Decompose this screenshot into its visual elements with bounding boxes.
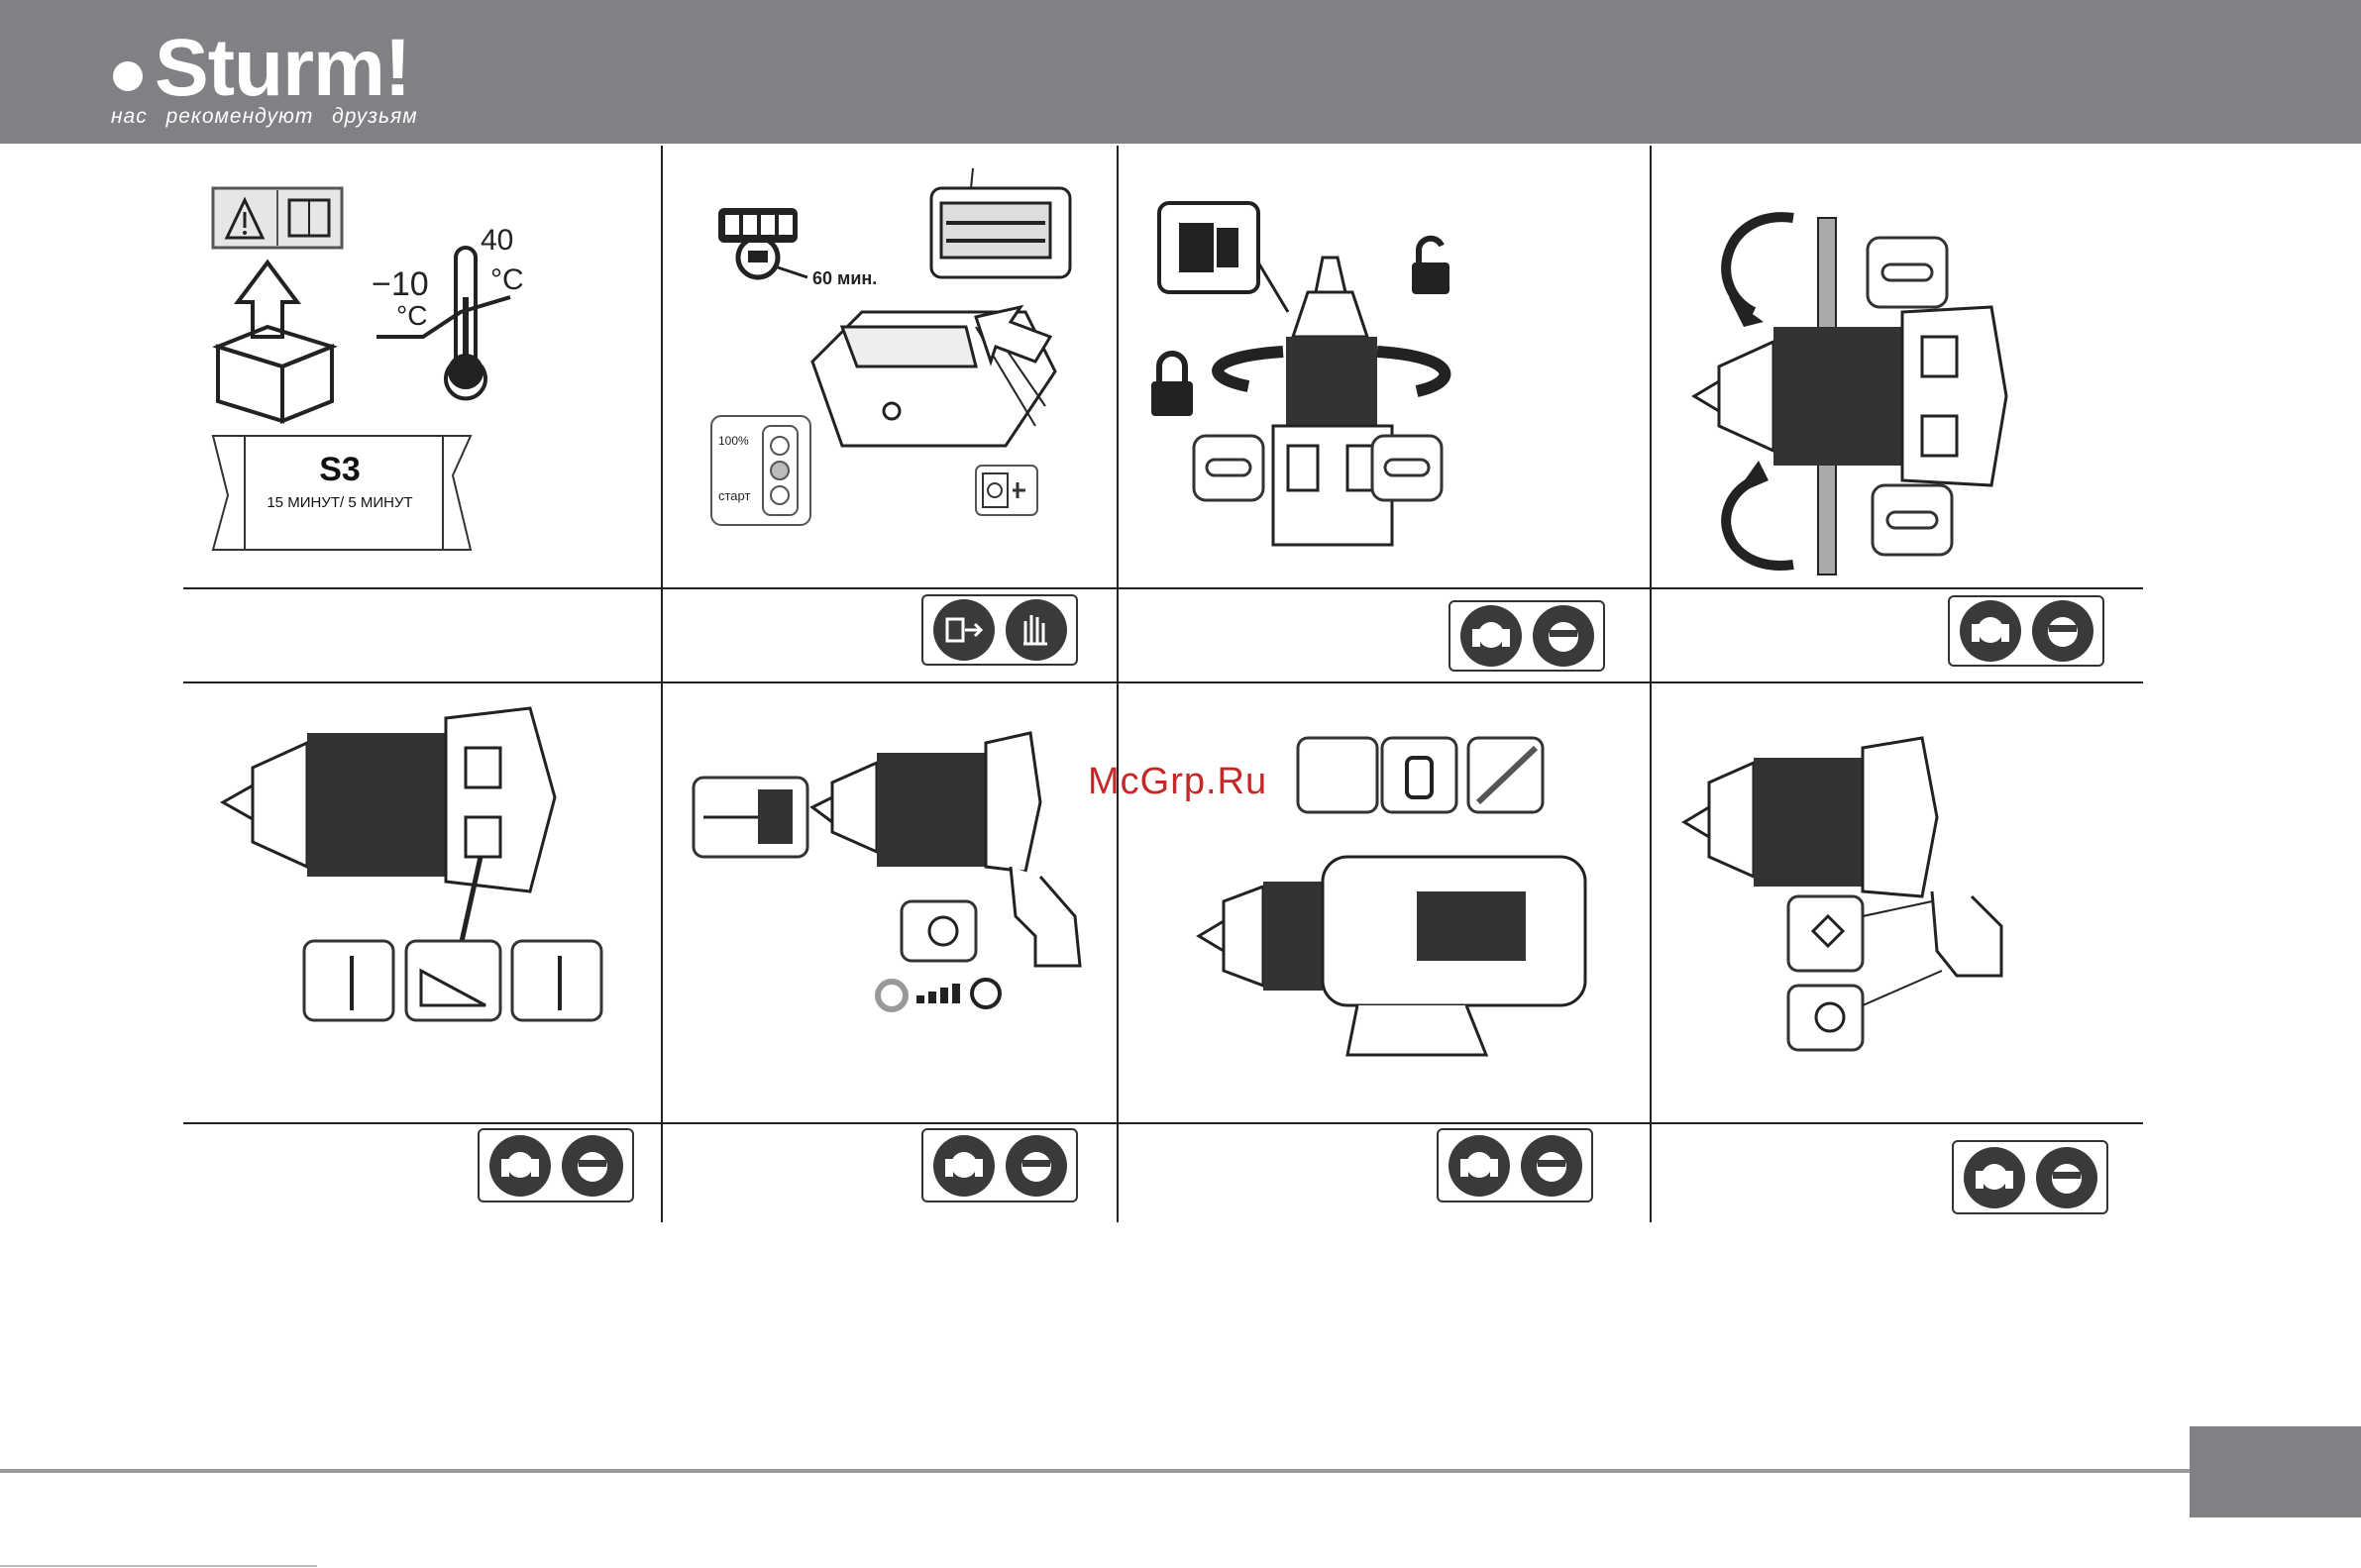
duty-cycle-text: 15 МИНУТ/ 5 МИНУТ bbox=[267, 494, 412, 511]
power-socket-icon bbox=[976, 466, 1037, 515]
button-icon-bottom bbox=[1873, 485, 1952, 555]
screw-loosen-icon bbox=[304, 941, 393, 1020]
eye-protection-icon bbox=[2032, 600, 2093, 662]
ppe-unplug-gloves bbox=[921, 594, 1078, 666]
insert-arrow bbox=[976, 307, 1050, 362]
footer-line bbox=[0, 1469, 2190, 1473]
ear-protection-icon bbox=[489, 1135, 551, 1197]
panel-speed-trigger bbox=[684, 728, 1100, 1025]
rotate-left-arrow bbox=[1218, 352, 1283, 386]
ppe-ear-eye bbox=[478, 1128, 634, 1202]
ppe-ear-eye bbox=[1449, 600, 1605, 672]
eye-protection-icon bbox=[2036, 1147, 2097, 1208]
column-divider bbox=[1117, 146, 1119, 1222]
ppe-ear-eye bbox=[1948, 595, 2104, 667]
temp-max: 40 bbox=[481, 224, 513, 257]
led-light-icon bbox=[1788, 896, 1863, 971]
row-divider bbox=[183, 587, 2143, 589]
rotate-arrow-top bbox=[1726, 217, 1793, 312]
lock-icon bbox=[1151, 354, 1193, 416]
panel-storage-conditions: 40 °C −10 °C S3 15 МИНУТ/ 5 МИНУТ bbox=[193, 178, 649, 575]
panel-torque-setting bbox=[213, 698, 639, 1025]
chuck-body bbox=[1273, 258, 1392, 545]
battery-pack bbox=[931, 168, 1070, 277]
warning-manual-icon bbox=[213, 188, 342, 248]
button-icon-right bbox=[1372, 436, 1442, 500]
eye-protection-icon bbox=[1521, 1135, 1582, 1197]
panel-chuck-rotation bbox=[1664, 198, 2140, 584]
ear-protection-icon bbox=[1449, 1135, 1510, 1197]
duty-mode: S3 bbox=[319, 451, 361, 488]
panel-chuck-lock bbox=[1129, 188, 1635, 575]
row-divider bbox=[183, 681, 2143, 683]
screw-tighten-icon bbox=[512, 941, 601, 1020]
unplug-icon bbox=[933, 599, 995, 661]
column-divider bbox=[1650, 146, 1652, 1222]
trigger-press-icon bbox=[1788, 986, 1863, 1050]
gloves-icon bbox=[1006, 599, 1067, 661]
ear-protection-icon bbox=[1960, 600, 2021, 662]
ppe-ear-eye bbox=[921, 1128, 1078, 1202]
button-icon-left bbox=[1194, 436, 1263, 500]
switch-icon bbox=[1382, 738, 1456, 812]
trigger-press-icon bbox=[902, 901, 976, 961]
ear-protection-icon bbox=[1460, 605, 1522, 667]
ppe-ear-eye bbox=[1952, 1140, 2108, 1214]
level-start: старт bbox=[718, 488, 750, 503]
temp-unit-low: °C bbox=[396, 300, 427, 331]
ear-protection-icon bbox=[1964, 1147, 2025, 1208]
page-number-tab bbox=[2190, 1426, 2361, 1517]
ppe-ear-eye bbox=[1437, 1128, 1593, 1202]
level-full: 100% bbox=[718, 434, 749, 448]
eye-protection-icon bbox=[1006, 1135, 1067, 1197]
column-divider bbox=[661, 146, 663, 1222]
row-divider bbox=[183, 1122, 2143, 1124]
charge-time: 60 мин. bbox=[812, 268, 877, 288]
unpack-box-icon bbox=[218, 262, 332, 421]
button-icon-top bbox=[1868, 238, 1947, 307]
battery-level-icon bbox=[718, 208, 807, 277]
eye-protection-icon bbox=[562, 1135, 623, 1197]
charge-indicator-panel bbox=[711, 416, 810, 525]
panel-led-trigger bbox=[1674, 728, 2120, 1065]
panel-charging: 60 мин. 100% старт bbox=[694, 163, 1110, 540]
temp-min: −10 bbox=[372, 265, 429, 303]
temp-unit-high: °C bbox=[490, 263, 524, 296]
unlock-icon bbox=[1412, 239, 1449, 294]
speed-levels-icon bbox=[878, 980, 1000, 1009]
drill-top-view bbox=[1199, 857, 1585, 1055]
rotate-right-arrow bbox=[1377, 352, 1445, 391]
screwdriver-mode-icon bbox=[1298, 738, 1377, 812]
chuck-side-view bbox=[223, 708, 555, 891]
watermark: McGrp.Ru bbox=[1088, 761, 1267, 803]
chuck-side-view bbox=[1694, 307, 2006, 485]
eye-protection-icon bbox=[1533, 605, 1594, 667]
ear-protection-icon bbox=[933, 1135, 995, 1197]
drill-chuck-icon-box bbox=[1159, 203, 1288, 312]
bottom-rule bbox=[0, 1565, 317, 1567]
